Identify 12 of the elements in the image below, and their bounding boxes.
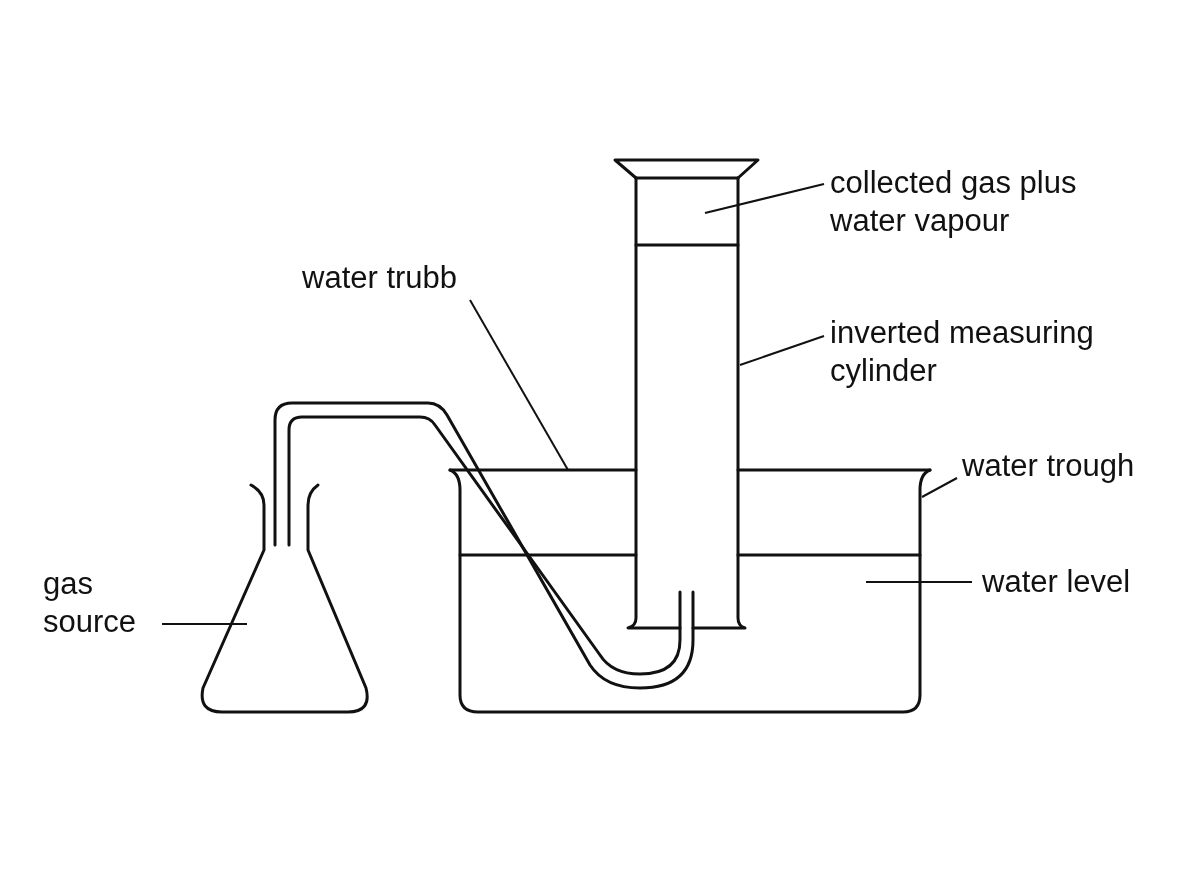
part-label: inverted measuring cylinder	[830, 314, 1150, 390]
part-label: water level	[982, 563, 1182, 601]
leader-line	[161, 623, 248, 625]
part-label: collected gas plus water vapour	[830, 164, 1130, 240]
part-label: water trubb	[302, 259, 502, 297]
leader-line	[704, 183, 825, 214]
part-label: gas source	[43, 565, 163, 641]
leader-line	[921, 477, 958, 498]
leader-line	[469, 299, 569, 471]
part-label: water trough	[962, 447, 1182, 485]
leader-line	[739, 335, 825, 366]
leader-line	[865, 581, 973, 583]
